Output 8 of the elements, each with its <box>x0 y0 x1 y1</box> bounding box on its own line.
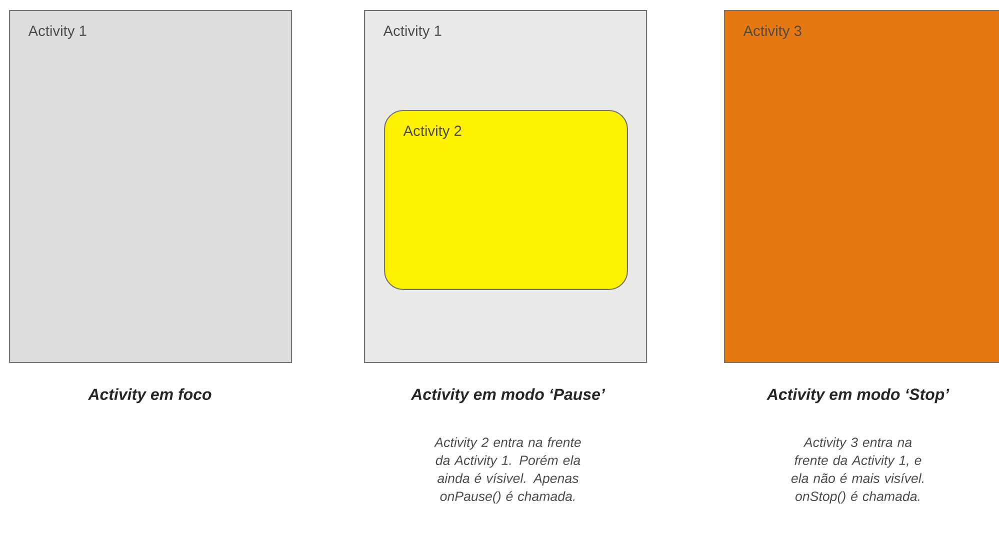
activity-label: Activity em modo ‘Stop’ <box>766 388 950 404</box>
activity-box: Activity 1 <box>9 10 292 364</box>
description: Activity 3 entra na frente da Activity 1, e ela não é mais visível. onStop() é chamada. <box>791 437 924 504</box>
activity-label: Activity em foco <box>88 388 212 404</box>
description: Activity 2 entra na frente da Activity 1. Porém ela ainda é vísivel. Apenas onPause() é chamada. <box>434 437 581 504</box>
popup-box: Activity 2 <box>384 110 628 290</box>
activity-label: Activity em modo ‘Pause’ <box>410 388 606 404</box>
activity-box: Activity 3 <box>724 10 999 364</box>
